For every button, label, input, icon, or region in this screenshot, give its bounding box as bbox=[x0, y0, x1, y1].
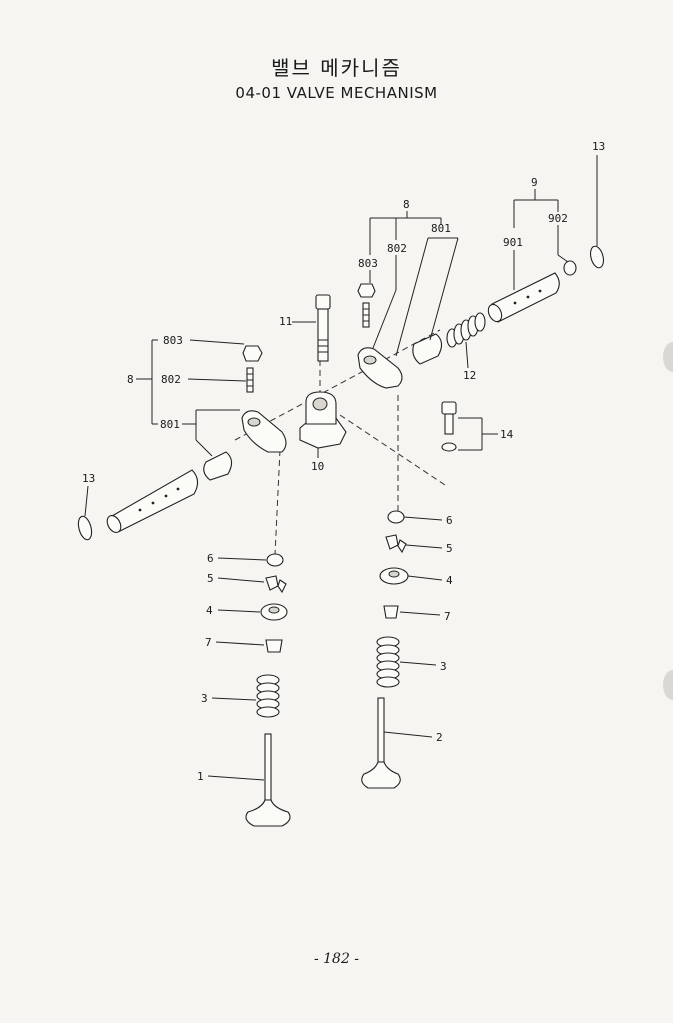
rocker-shaft-right bbox=[487, 272, 560, 323]
valve-collet-5-left bbox=[265, 575, 287, 594]
callout-8-left: 8 bbox=[127, 373, 134, 386]
page-title: 밸브 메카니즘 bbox=[271, 56, 402, 80]
callout-5-right: 5 bbox=[446, 542, 453, 555]
callout-802-top: 802 bbox=[387, 242, 407, 255]
spring-retainer-4-left bbox=[260, 603, 288, 621]
callout-802-left: 802 bbox=[161, 373, 181, 386]
valve-cap-6-left bbox=[266, 553, 284, 567]
bolt-11 bbox=[315, 294, 331, 362]
rocker-spring-12 bbox=[446, 312, 486, 348]
binder-hole-bottom bbox=[663, 670, 673, 700]
callout-9: 9 bbox=[531, 176, 538, 189]
callout-11: 11 bbox=[279, 315, 292, 328]
callout-10: 10 bbox=[311, 460, 324, 473]
callout-902: 902 bbox=[548, 212, 568, 225]
callout-3-right: 3 bbox=[440, 660, 447, 673]
callout-6-left: 6 bbox=[207, 552, 214, 565]
callout-7-left: 7 bbox=[205, 636, 212, 649]
page-number: - 182 - bbox=[313, 951, 360, 967]
valve-spring-3-left bbox=[256, 674, 280, 718]
callout-801-left: 801 bbox=[160, 418, 180, 431]
stem-seal-7-left bbox=[265, 639, 283, 653]
callout-5-left: 5 bbox=[207, 572, 214, 585]
binder-hole-top bbox=[663, 342, 673, 372]
stem-seal-7-right bbox=[383, 605, 399, 619]
callout-6-right: 6 bbox=[446, 514, 453, 527]
valve-collet-5-right bbox=[385, 534, 407, 554]
callout-3-left: 3 bbox=[201, 692, 208, 705]
callout-2: 2 bbox=[436, 731, 443, 744]
callout-labels: 13 9 902 901 8 801 802 803 11 12 8 803 8… bbox=[82, 140, 605, 783]
callout-4-right: 4 bbox=[446, 574, 453, 587]
callout-7-right: 7 bbox=[444, 610, 451, 623]
callout-13-right: 13 bbox=[592, 140, 605, 153]
adjust-screw-802-left bbox=[246, 367, 254, 393]
callout-4-left: 4 bbox=[206, 604, 213, 617]
spring-retainer-4-right bbox=[379, 567, 409, 585]
exhaust-valve-2 bbox=[361, 697, 401, 789]
shaft-plug-902 bbox=[563, 260, 577, 276]
page-subtitle: 04-01 VALVE MECHANISM bbox=[235, 84, 438, 102]
rocker-arm-801-left bbox=[241, 410, 287, 453]
bolt-14 bbox=[441, 401, 457, 452]
callout-801-top: 801 bbox=[431, 222, 451, 235]
adjust-nut-803-top bbox=[357, 283, 376, 298]
snap-ring-13-right bbox=[589, 245, 605, 269]
rocker-bushing-top bbox=[412, 333, 443, 365]
callout-901: 901 bbox=[503, 236, 523, 249]
callout-13-left: 13 bbox=[82, 472, 95, 485]
callout-1: 1 bbox=[197, 770, 204, 783]
valve-spring-3-right bbox=[376, 636, 400, 688]
rocker-shaft-left bbox=[106, 469, 199, 533]
rocker-arm-801-top bbox=[357, 347, 403, 389]
assembly-axis-lines bbox=[234, 329, 446, 556]
callout-8-top: 8 bbox=[403, 198, 410, 211]
rocker-bushing-left bbox=[203, 451, 233, 481]
callout-12: 12 bbox=[463, 369, 476, 382]
callout-803-left: 803 bbox=[163, 334, 183, 347]
snap-ring-13-left bbox=[77, 515, 93, 541]
callout-14: 14 bbox=[500, 428, 514, 441]
callout-803-top: 803 bbox=[358, 257, 378, 270]
adjust-screw-802-top bbox=[362, 302, 370, 328]
intake-valve-1 bbox=[245, 733, 291, 827]
rocker-support-10 bbox=[299, 391, 347, 449]
valve-cap-6-right bbox=[387, 510, 405, 524]
adjust-nut-803-left bbox=[242, 345, 263, 362]
leader-lines bbox=[84, 155, 598, 781]
